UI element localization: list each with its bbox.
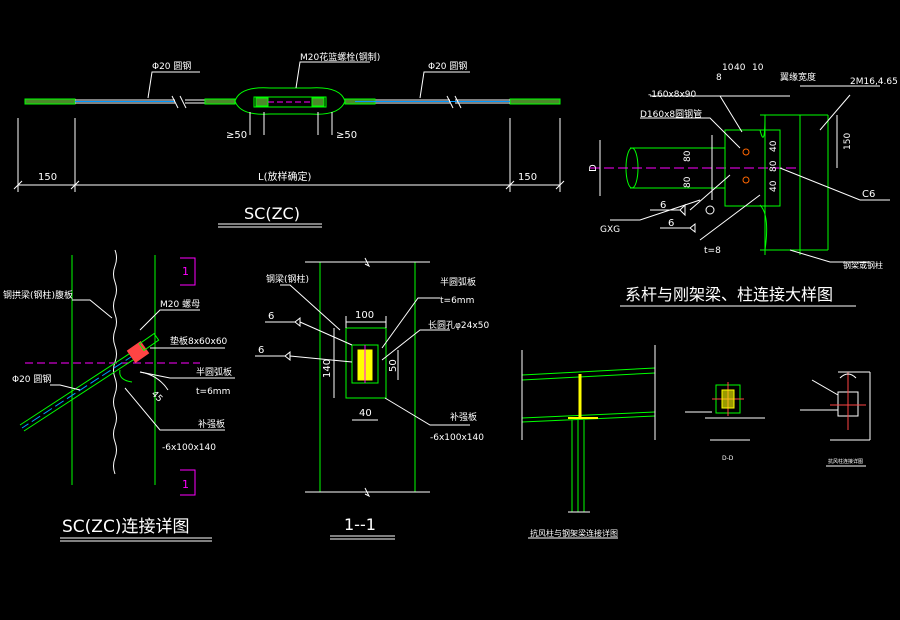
label-gxg: GXG xyxy=(600,225,620,235)
gap-left: ≥50 xyxy=(226,130,247,141)
label-beam-web: 钢拱梁(钢柱)腹板 xyxy=(3,289,73,301)
label-stiffener-11: 补强板 xyxy=(450,411,477,423)
dim-width: 100 xyxy=(355,310,374,321)
small-detail-left xyxy=(685,382,765,441)
turnbuckle-body xyxy=(234,87,346,115)
label-col: 钢梁或钢柱 xyxy=(843,260,883,270)
weld-c6: C6 xyxy=(862,189,875,200)
label-slot: 长圆孔φ24x50 xyxy=(428,319,489,331)
dim-right: 150 xyxy=(518,172,537,183)
weld-1: 6 xyxy=(268,311,274,322)
small-label-left: D-D xyxy=(722,455,734,462)
title-tie-detail: 系杆与刚架梁、柱连接大样图 xyxy=(625,285,833,304)
title-wind-column: 抗风柱与钢架梁连接详图 xyxy=(530,528,618,538)
weld-6a: 6 xyxy=(660,200,666,211)
label-bar: Φ20 圆钢 xyxy=(12,373,51,385)
label-bolts: 2M16,4.65 xyxy=(850,77,898,87)
sc-zc-connection-detail xyxy=(19,249,235,542)
label-width: 翼缘宽度 xyxy=(780,71,816,83)
label-stiffener: 补强板 xyxy=(198,418,225,430)
label-left-bar: Φ20 圆钢 xyxy=(152,60,191,72)
dim-150: 150 xyxy=(843,133,853,150)
label-beam-column: 钢梁(钢柱) xyxy=(266,273,309,285)
small-detail-right xyxy=(800,371,871,467)
dim-40a: 40 xyxy=(769,140,779,152)
tie-rod-frame-detail xyxy=(590,85,890,307)
label-stiffener-size: -6x100x140 xyxy=(162,443,216,453)
label-stiffener-size-11: -6x100x140 xyxy=(430,433,484,443)
gap-right: ≥50 xyxy=(336,130,357,141)
label-pipe: D160x8圆钢管 xyxy=(640,108,702,120)
label-right-bar: Φ20 圆钢 xyxy=(428,60,467,72)
dim-80a: 80 xyxy=(683,150,693,162)
dim-slot: 50 xyxy=(388,359,399,372)
label-t8: t=8 xyxy=(704,246,721,256)
small-label-right: 抗风柱连接详图 xyxy=(828,458,863,465)
wind-column-detail xyxy=(521,345,656,539)
dim-top-a: 10 xyxy=(722,63,734,73)
sc-zc-rod-elevation xyxy=(13,61,565,228)
beam-web-wavy xyxy=(113,249,117,475)
dim-top-c: 10 xyxy=(752,63,764,73)
dim-40b: 40 xyxy=(769,180,779,192)
label-turnbuckle: M20花篮螺栓(钢制) xyxy=(300,51,380,63)
section-1-1 xyxy=(255,257,470,540)
weld-6b: 6 xyxy=(668,218,674,229)
weld-2: 6 xyxy=(258,345,264,356)
label-halfcircle-t-11: t=6mm xyxy=(440,296,474,306)
rod-thread-left xyxy=(24,98,76,105)
dim-bottom: 40 xyxy=(359,408,372,419)
marker-top: 1 xyxy=(182,265,189,278)
dim-top-b: 40 xyxy=(734,63,746,73)
marker-bottom: 1 xyxy=(182,478,189,491)
dim-80b: 80 xyxy=(683,176,693,188)
dim-height: 140 xyxy=(322,359,333,378)
angle-label: 45 xyxy=(149,389,164,404)
label-nut: M20 螺母 xyxy=(160,299,200,310)
title-sc-zc: SC(ZC) xyxy=(244,204,300,223)
title-connection-detail: SC(ZC)连接详图 xyxy=(62,517,189,537)
dim-80c: 80 xyxy=(769,160,779,172)
label-halfcircle-11: 半圆弧板 xyxy=(440,276,476,288)
dim-top-d: 8 xyxy=(716,73,722,83)
stiffener-plate xyxy=(345,327,387,399)
title-section-1-1: 1--1 xyxy=(344,515,376,534)
dim-mid: L(放样确定) xyxy=(258,170,311,183)
label-plate: -160x8x90 xyxy=(648,90,697,100)
label-halfcircle: 半圆弧板 xyxy=(196,366,232,378)
dim-left: 150 xyxy=(38,172,57,183)
label-halfcircle-t: t=6mm xyxy=(196,387,230,397)
rod-thread-right xyxy=(509,98,561,105)
label-washer: 垫板8x60x60 xyxy=(170,335,228,347)
dim-d: D xyxy=(588,164,599,172)
